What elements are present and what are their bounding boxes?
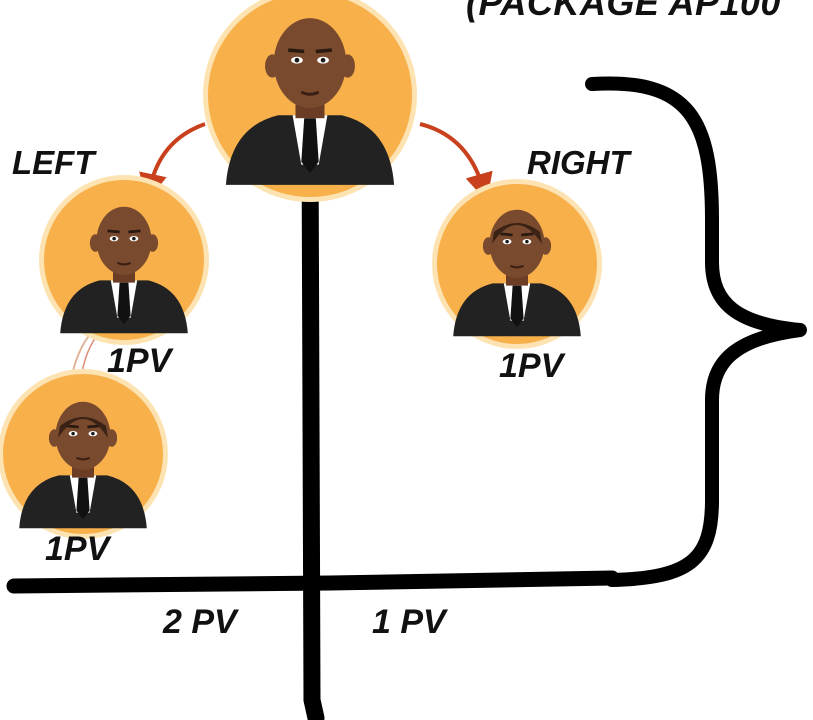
left-label: LEFT — [12, 144, 95, 181]
avatar-icon — [0, 369, 168, 539]
pv-right-child: 1PV — [499, 347, 564, 385]
pv-left-child: 1PV — [107, 342, 172, 380]
ground-line — [6, 570, 620, 594]
curly-brace-icon — [585, 76, 807, 587]
package-title: (PACKAGE AP100 — [466, 0, 782, 23]
pv-left-grandchild: 1PV — [45, 530, 110, 568]
avatar-icon — [432, 179, 602, 349]
avatar-icon — [39, 175, 209, 345]
curved-arrow-icon — [139, 122, 206, 202]
pv-left-total: 2 PV — [163, 603, 237, 641]
right-label: RIGHT — [527, 144, 630, 181]
pv-right-total: 1 PV — [372, 603, 446, 641]
avatar-icon — [203, 0, 417, 202]
curved-arrow-icon — [419, 122, 493, 202]
trunk-line — [301, 126, 325, 720]
